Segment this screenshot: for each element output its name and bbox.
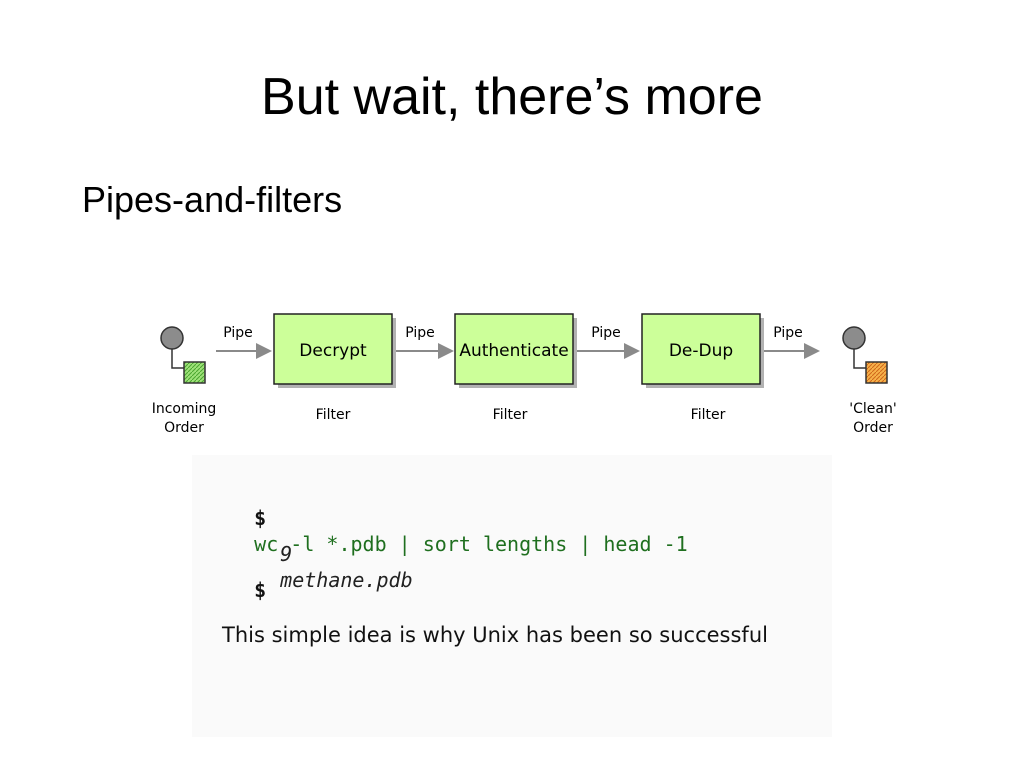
bullet-text: Pipes-and-filters xyxy=(82,179,343,220)
output-count: 9 xyxy=(280,542,293,566)
prompt-symbol-2: $ xyxy=(254,578,267,602)
pipe-4-label: Pipe xyxy=(773,325,803,341)
incoming-order-node: Incoming Order xyxy=(152,326,217,436)
pipe-1-label: Pipe xyxy=(223,325,253,341)
terminal-example: $ wc -l *.pdb | sort lengths | head -1 9… xyxy=(192,455,832,737)
clean-label-line1: 'Clean' xyxy=(849,401,896,417)
command-line: $ wc -l *.pdb | sort lengths | head -1 xyxy=(206,479,688,583)
filter-decrypt: Decrypt Filter xyxy=(273,313,396,423)
pipe-4: Pipe xyxy=(764,325,820,359)
second-prompt-line: $ xyxy=(206,551,266,629)
pipe-1: Pipe xyxy=(216,325,272,359)
filter-de-dup: De-Dup Filter xyxy=(641,313,764,423)
output-file: methane.pdb xyxy=(280,568,413,592)
filter-de-dup-name: De-Dup xyxy=(669,341,733,361)
output-line: 9 methane.pdb xyxy=(232,515,413,619)
pipe-2-label: Pipe xyxy=(405,325,435,341)
filter-de-dup-type: Filter xyxy=(691,407,726,423)
slide-title: But wait, there’s more xyxy=(261,68,763,126)
pipe-3-label: Pipe xyxy=(591,325,621,341)
filter-decrypt-type: Filter xyxy=(316,407,351,423)
clean-order-node: 'Clean' Order xyxy=(842,326,897,436)
prompt-symbol: $ xyxy=(254,506,267,530)
filter-authenticate-type: Filter xyxy=(493,407,528,423)
pipe-2: Pipe xyxy=(396,325,454,359)
pipes-and-filters-diagram: Incoming Order Pipe Decrypt Filter Pipe … xyxy=(140,300,900,450)
pipe-3: Pipe xyxy=(577,325,640,359)
command-text: wc -l *.pdb | sort lengths | head -1 xyxy=(254,532,688,556)
incoming-message-icon xyxy=(183,361,206,384)
clean-label-line2: Order xyxy=(853,420,893,436)
incoming-label-line1: Incoming xyxy=(152,401,217,417)
clean-message-icon xyxy=(865,361,888,384)
filter-decrypt-name: Decrypt xyxy=(299,341,367,361)
filter-authenticate: Authenticate Filter xyxy=(454,313,577,423)
incoming-label-line2: Order xyxy=(164,420,204,436)
terminal-caption: This simple idea is why Unix has been so… xyxy=(222,623,768,647)
filter-authenticate-name: Authenticate xyxy=(459,341,568,361)
